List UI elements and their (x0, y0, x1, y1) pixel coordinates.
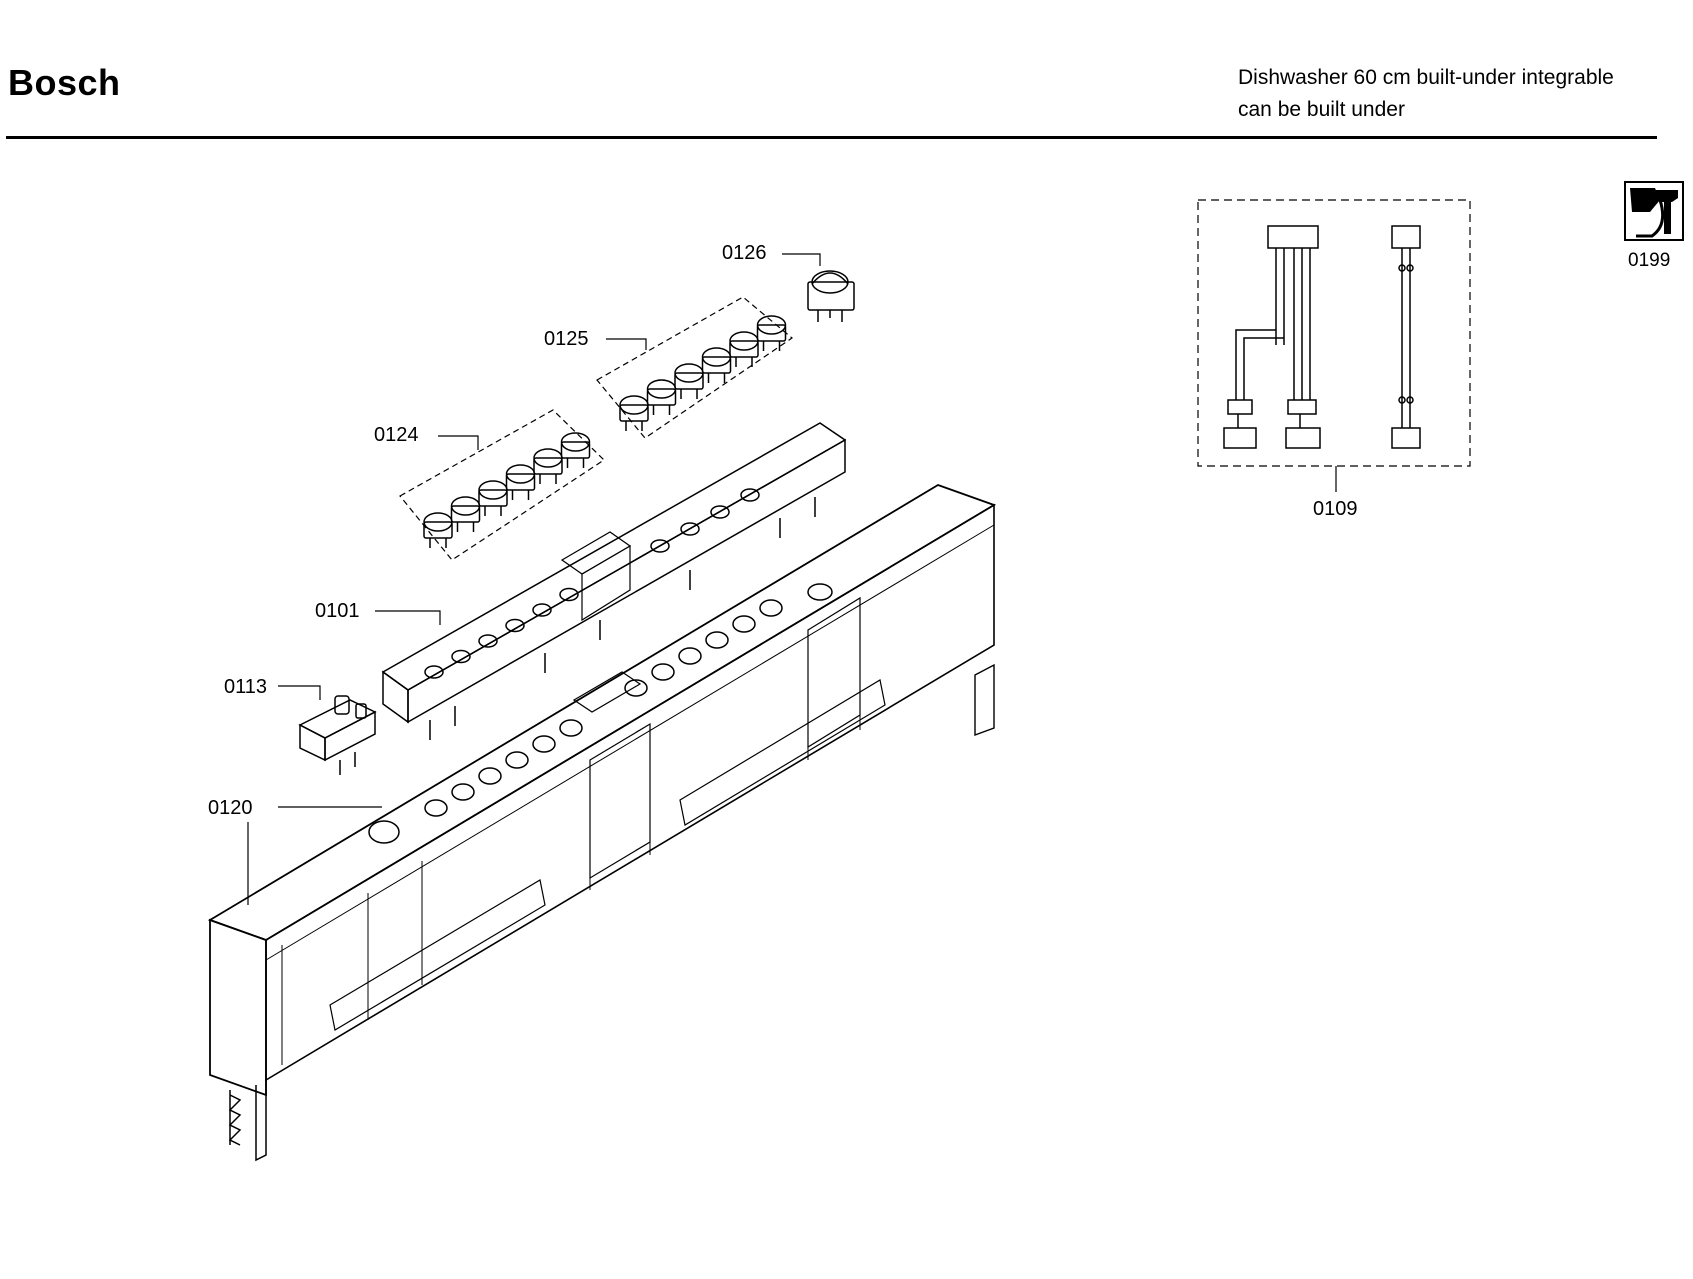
part-0113-connector (298, 695, 377, 775)
header-rule (6, 136, 1657, 139)
strip-button (674, 363, 704, 399)
strip-button (478, 480, 508, 516)
part-0125-button-strip (596, 296, 793, 439)
part-0124-buttons (423, 432, 591, 548)
led-window (650, 539, 670, 553)
appliance-description: Dishwasher 60 cm built-under integrable … (1238, 62, 1614, 126)
button-hole (759, 599, 783, 617)
led-window (424, 665, 444, 679)
button-hole (624, 679, 648, 697)
led-window (710, 505, 730, 519)
strip-button (533, 448, 563, 484)
button-hole (532, 735, 556, 753)
button-hole (451, 783, 475, 801)
led-window (532, 603, 552, 617)
description-line-1: Dishwasher 60 cm built-under integrable (1238, 66, 1614, 89)
led-window (478, 634, 498, 648)
callout-0101: 0101 (315, 600, 360, 622)
led-window (451, 649, 471, 664)
button-hole (732, 615, 756, 633)
button-hole (478, 767, 502, 785)
callout-0109: 0109 (1313, 498, 1358, 520)
part-0109-cable-harness (1197, 199, 1471, 467)
strip-button (701, 347, 732, 383)
led-window (740, 488, 760, 502)
strip-button (756, 315, 787, 351)
led-window (559, 587, 579, 602)
button-hole (424, 799, 448, 817)
button-hole (559, 719, 583, 737)
wrench-icon (1624, 181, 1684, 241)
part-0126-single-button (807, 270, 855, 322)
part-0125-buttons (619, 315, 787, 431)
button-hole (651, 663, 675, 681)
strip-button (450, 496, 481, 532)
strip-button (560, 432, 591, 468)
button-hole (678, 647, 702, 665)
button-hole (505, 751, 529, 769)
callout-0120: 0120 (208, 797, 253, 819)
brand-logo: Bosch (8, 62, 121, 103)
part-0120-control-panel (207, 484, 997, 1162)
callout-0199: 0199 (1628, 250, 1671, 271)
led-window (505, 618, 525, 633)
callout-0113: 0113 (224, 676, 268, 698)
part-0101-control-board (381, 422, 847, 740)
strip-button (505, 464, 536, 500)
part-0101-led-row (424, 488, 760, 679)
callout-0126: 0126 (722, 242, 767, 264)
button-hole (705, 631, 729, 649)
led-window (680, 522, 700, 536)
description-line-2: can be built under (1238, 98, 1405, 121)
callout-0125: 0125 (544, 328, 589, 350)
callout-0124: 0124 (374, 424, 419, 446)
strip-button (646, 379, 677, 415)
strip-button (729, 331, 759, 367)
button-hole (368, 820, 400, 844)
part-0120-button-holes (368, 599, 783, 844)
leader-lines (247, 253, 1337, 905)
